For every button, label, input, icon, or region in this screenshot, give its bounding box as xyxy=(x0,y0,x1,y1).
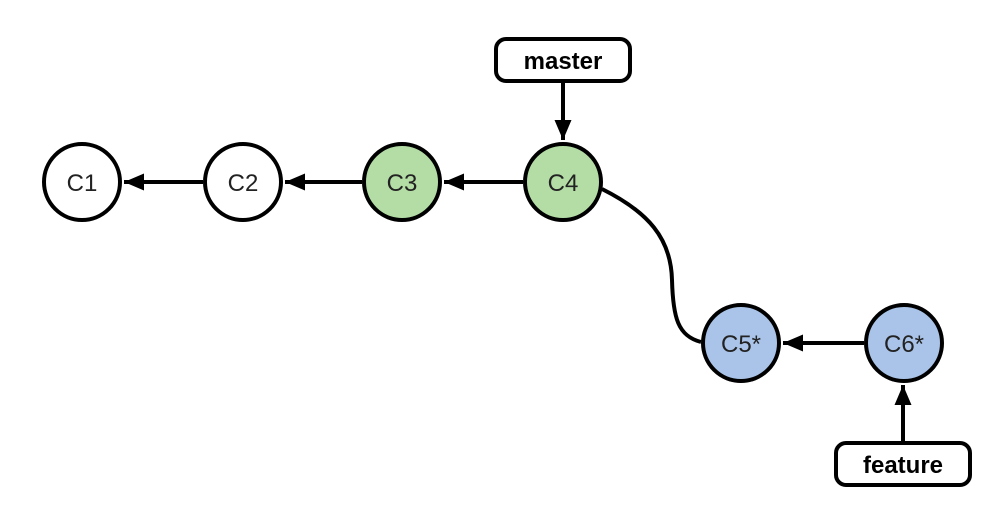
branch-label-master-text: master xyxy=(524,48,603,75)
commit-label-c2: C2 xyxy=(228,170,259,197)
commit-circle-c2 xyxy=(203,142,283,222)
commit-circle-c1 xyxy=(42,142,122,222)
commit-node-c5: C5* xyxy=(701,303,781,383)
branch-label-master: master xyxy=(494,37,632,83)
commit-label-c1: C1 xyxy=(67,170,98,197)
commit-circle-c6 xyxy=(864,303,944,383)
commit-label-c6: C6* xyxy=(884,331,924,358)
commit-circle-c4 xyxy=(523,142,603,222)
branch-label-feature: feature xyxy=(834,441,972,487)
commit-circle-c3 xyxy=(362,142,442,222)
commit-circle-c5 xyxy=(701,303,781,383)
commit-node-c2: C2 xyxy=(203,142,283,222)
commit-node-c6: C6* xyxy=(864,303,944,383)
branch-label-feature-box xyxy=(834,441,972,487)
commit-node-c3: C3 xyxy=(362,142,442,222)
commit-label-c4: C4 xyxy=(548,170,579,197)
commit-edges xyxy=(124,81,912,443)
commit-node-c4: C4 xyxy=(523,142,603,222)
commit-label-c3: C3 xyxy=(387,170,418,197)
commit-node-c1: C1 xyxy=(42,142,122,222)
commit-label-c5: C5* xyxy=(721,331,761,358)
edge-c4-to-c5-curve xyxy=(601,187,702,344)
branch-label-master-box xyxy=(494,37,632,83)
branch-label-feature-text: feature xyxy=(863,452,943,479)
